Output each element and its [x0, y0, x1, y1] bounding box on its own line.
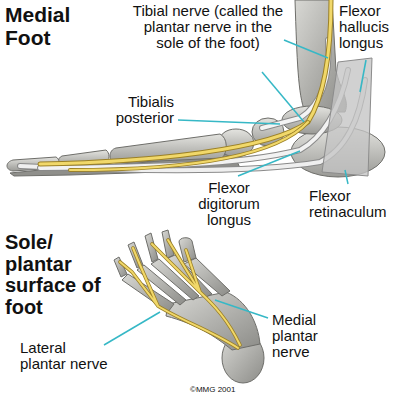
leader-line — [360, 60, 366, 92]
figure-heading: Sole/ plantar surface of foot — [5, 232, 113, 318]
part-label: Tibialis posterior — [86, 94, 174, 126]
leader-line — [215, 300, 268, 318]
leader-line — [238, 151, 300, 176]
part-label: Flexor hallucis longus — [339, 3, 397, 52]
leader-line — [284, 40, 328, 58]
part-label: Flexor retinaculum — [309, 188, 397, 220]
leader-line — [104, 312, 160, 345]
tendon-outline — [262, 40, 328, 128]
part-label: Flexor digitorum longus — [188, 180, 270, 229]
nerve-outline — [120, 248, 238, 348]
tendon-outline — [20, 80, 365, 170]
medial-foot-tendons — [20, 40, 365, 170]
copyright-note: ©MMG 2001 — [190, 386, 260, 395]
flexor-retinaculum-band — [322, 58, 372, 176]
part-label: Medial plantar nerve — [272, 312, 348, 361]
medial-foot-bones — [7, 0, 385, 177]
tibialis-posterior-tendon — [262, 40, 328, 128]
medial-plantar-nerve — [152, 240, 240, 345]
lateral-plantar-nerve — [120, 248, 238, 348]
sole-foot-nerves — [120, 240, 240, 348]
part-label: Lateral plantar nerve — [20, 340, 110, 372]
medial-foot-nerves — [40, 0, 331, 170]
part-label: Tibial nerve (called the plantar nerve i… — [128, 3, 288, 52]
leader-line — [262, 72, 304, 122]
leader-line — [178, 120, 280, 124]
figure-heading: Medial Foot — [5, 4, 87, 49]
flexor-hallucis-tendon — [20, 80, 365, 170]
leader-line — [345, 170, 348, 184]
sole-foot-bones — [114, 230, 264, 383]
nerve-outline — [152, 240, 240, 345]
